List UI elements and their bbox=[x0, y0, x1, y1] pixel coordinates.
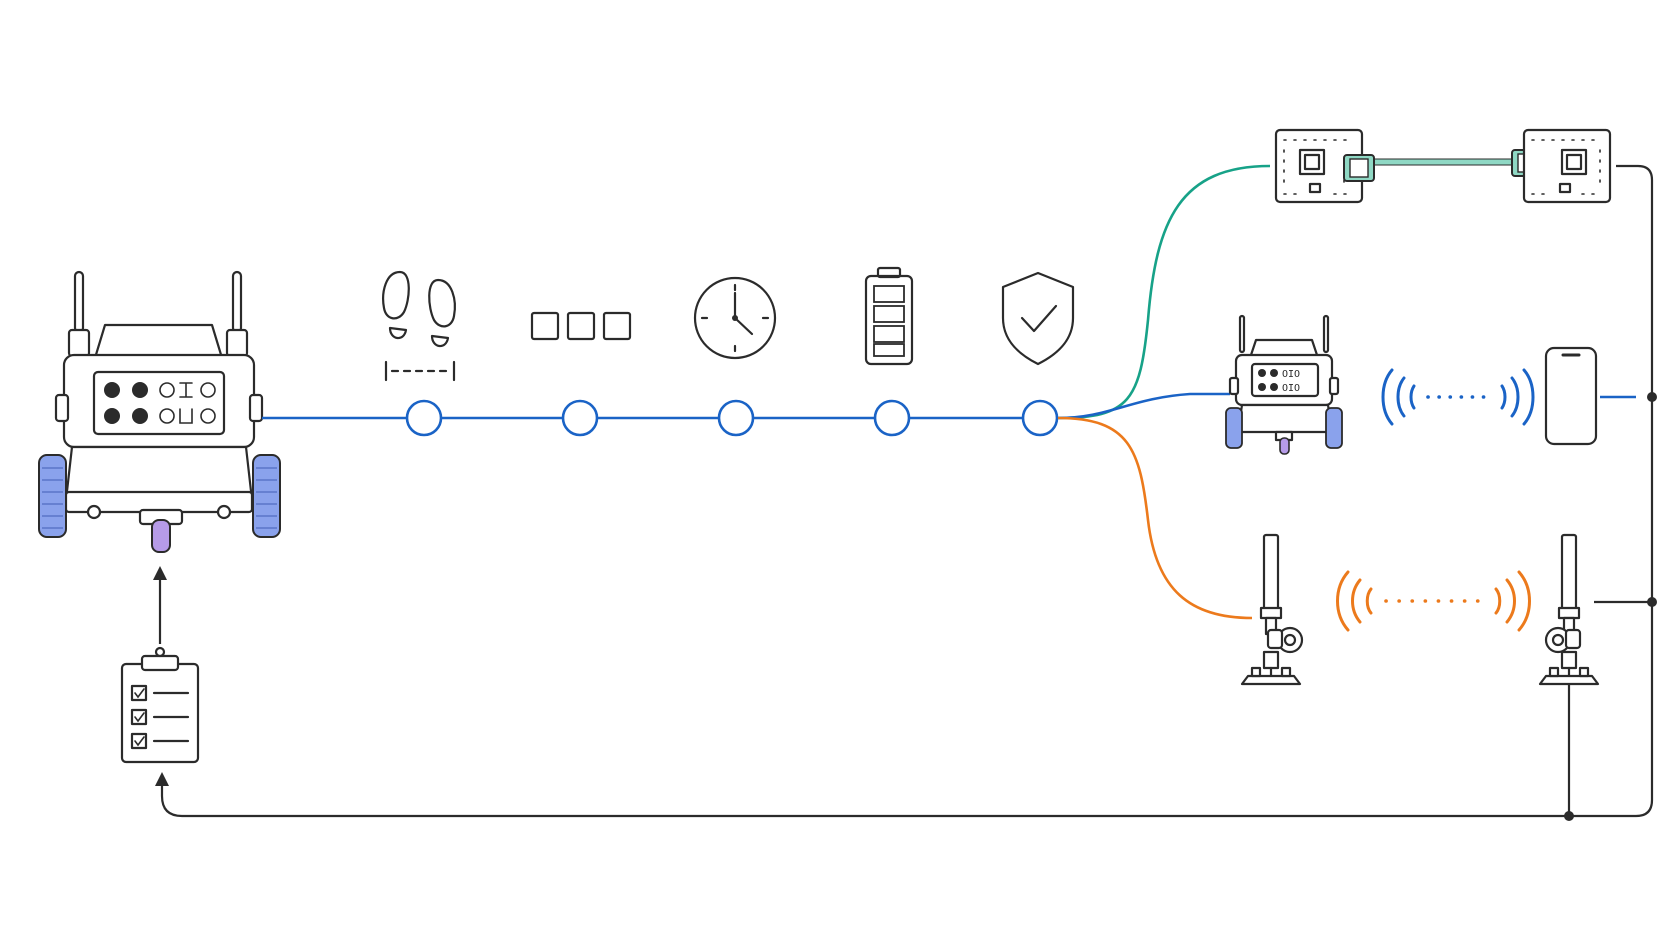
timeline-node bbox=[1021, 399, 1059, 437]
footsteps-distance-icon bbox=[382, 270, 456, 382]
branch-orange-wire bbox=[1057, 416, 1253, 620]
feedback-loop-line bbox=[160, 164, 1654, 818]
main-robot-icon bbox=[38, 270, 281, 553]
circuit-board-right-icon bbox=[1522, 128, 1612, 204]
timeline-node bbox=[405, 399, 443, 437]
checklist-clipboard-icon bbox=[120, 646, 200, 764]
wireless-signal-orange-icon bbox=[1336, 570, 1531, 632]
beacon-stand-right-icon bbox=[1538, 533, 1600, 686]
wheel-right-icon bbox=[252, 454, 281, 538]
clock-icon bbox=[693, 276, 777, 360]
feedback-arrowhead-up bbox=[155, 772, 169, 786]
junction-dot-bottom bbox=[1564, 811, 1574, 821]
timeline-nodes bbox=[405, 399, 1059, 437]
battery-icon bbox=[864, 266, 914, 366]
timeline-node bbox=[873, 399, 911, 437]
clipboard-to-robot-arrowhead bbox=[153, 566, 167, 580]
junction-dot-beacon bbox=[1647, 597, 1657, 607]
beacon-stand-left-icon bbox=[1240, 533, 1304, 686]
branch-blue-wire bbox=[1057, 392, 1230, 420]
shield-check-icon bbox=[1001, 271, 1075, 366]
timeline-node bbox=[561, 399, 599, 437]
three-squares-icon bbox=[530, 311, 632, 341]
svg-text:OIO: OIO bbox=[1282, 369, 1300, 380]
smartphone-icon bbox=[1544, 346, 1598, 446]
wireless-signal-blue-icon bbox=[1381, 368, 1535, 426]
timeline-node bbox=[717, 399, 755, 437]
wheel-left-icon bbox=[38, 454, 67, 538]
junction-dot-phone bbox=[1647, 392, 1657, 402]
small-robot-icon: OIO OIO bbox=[1225, 314, 1343, 455]
cable-icon bbox=[1343, 149, 1543, 182]
svg-text:OIO: OIO bbox=[1282, 383, 1300, 394]
